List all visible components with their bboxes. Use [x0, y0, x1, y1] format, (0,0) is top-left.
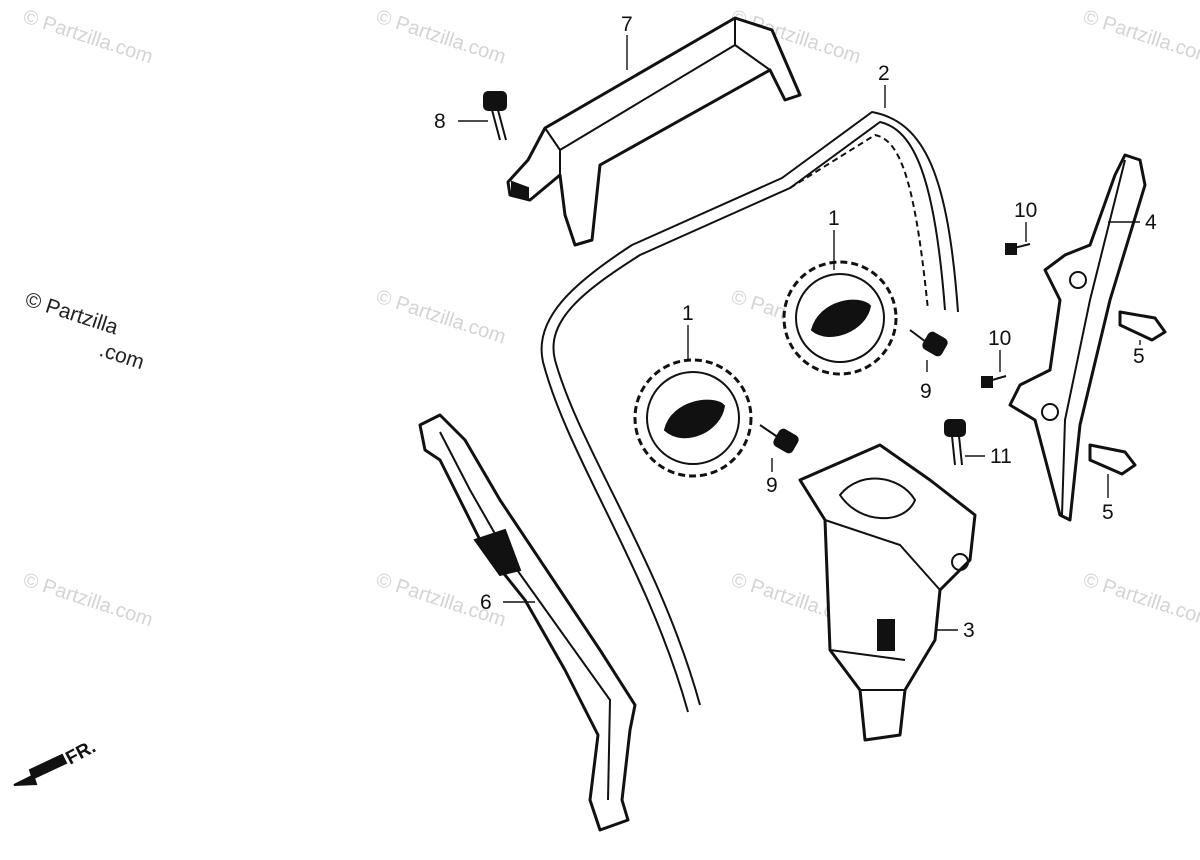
front-arrow-icon: [13, 753, 68, 786]
callout-5-lower: 5: [1102, 501, 1114, 524]
bolt-11: [944, 419, 966, 466]
callout-7: 7: [621, 13, 633, 36]
callout-10-upper: 10: [1014, 199, 1037, 222]
watermark: © Partzilla.com: [1080, 6, 1200, 69]
callouts: 7 2 8 4 10 1 1 10 5 9 11 9 5 6 3: [434, 13, 1157, 642]
callout-2: 2: [878, 62, 890, 85]
callout-11: 11: [990, 445, 1012, 468]
callout-1-upper: 1: [828, 207, 840, 230]
side-watermark: © Partzilla: [22, 288, 121, 340]
pin-10-upper: [1005, 243, 1031, 255]
callout-5-upper: 5: [1133, 345, 1145, 368]
chain-guide-left: [418, 413, 637, 832]
chain-guide-right: [1008, 153, 1147, 522]
bolt-8: [483, 91, 507, 141]
bolt-9-upper: [909, 329, 948, 357]
leader-lines: [458, 35, 1141, 631]
front-label: FR.: [62, 737, 99, 770]
sprocket-lower: [633, 358, 753, 478]
callout-10-lower: 10: [988, 327, 1011, 350]
callout-8: 8: [434, 110, 446, 133]
side-watermark: .com: [97, 338, 147, 374]
watermark: © Partzilla.com: [373, 6, 508, 69]
callout-9-lower: 9: [766, 474, 778, 497]
callout-4: 4: [1145, 211, 1157, 234]
watermark: © Partzilla.com: [1080, 569, 1200, 632]
pin-10-lower: [981, 375, 1007, 388]
cam-chain: [540, 111, 959, 713]
watermark: © Partzilla.com: [20, 6, 155, 69]
callout-1-lower: 1: [682, 302, 694, 325]
callout-6: 6: [480, 591, 492, 614]
sprocket-upper: [782, 260, 898, 376]
chain-guide-top: [506, 16, 802, 247]
callout-9-upper: 9: [920, 380, 932, 403]
watermark: © Partzilla.com: [20, 569, 155, 632]
bolt-9-lower: [759, 424, 799, 454]
pin-5-upper: [1118, 310, 1167, 342]
callout-3: 3: [963, 619, 975, 642]
watermark: © Partzilla.com: [373, 286, 508, 349]
front-direction-indicator: FR.: [13, 737, 99, 786]
cam-chain-tensioner: [798, 443, 977, 742]
pin-5-lower: [1088, 443, 1137, 476]
